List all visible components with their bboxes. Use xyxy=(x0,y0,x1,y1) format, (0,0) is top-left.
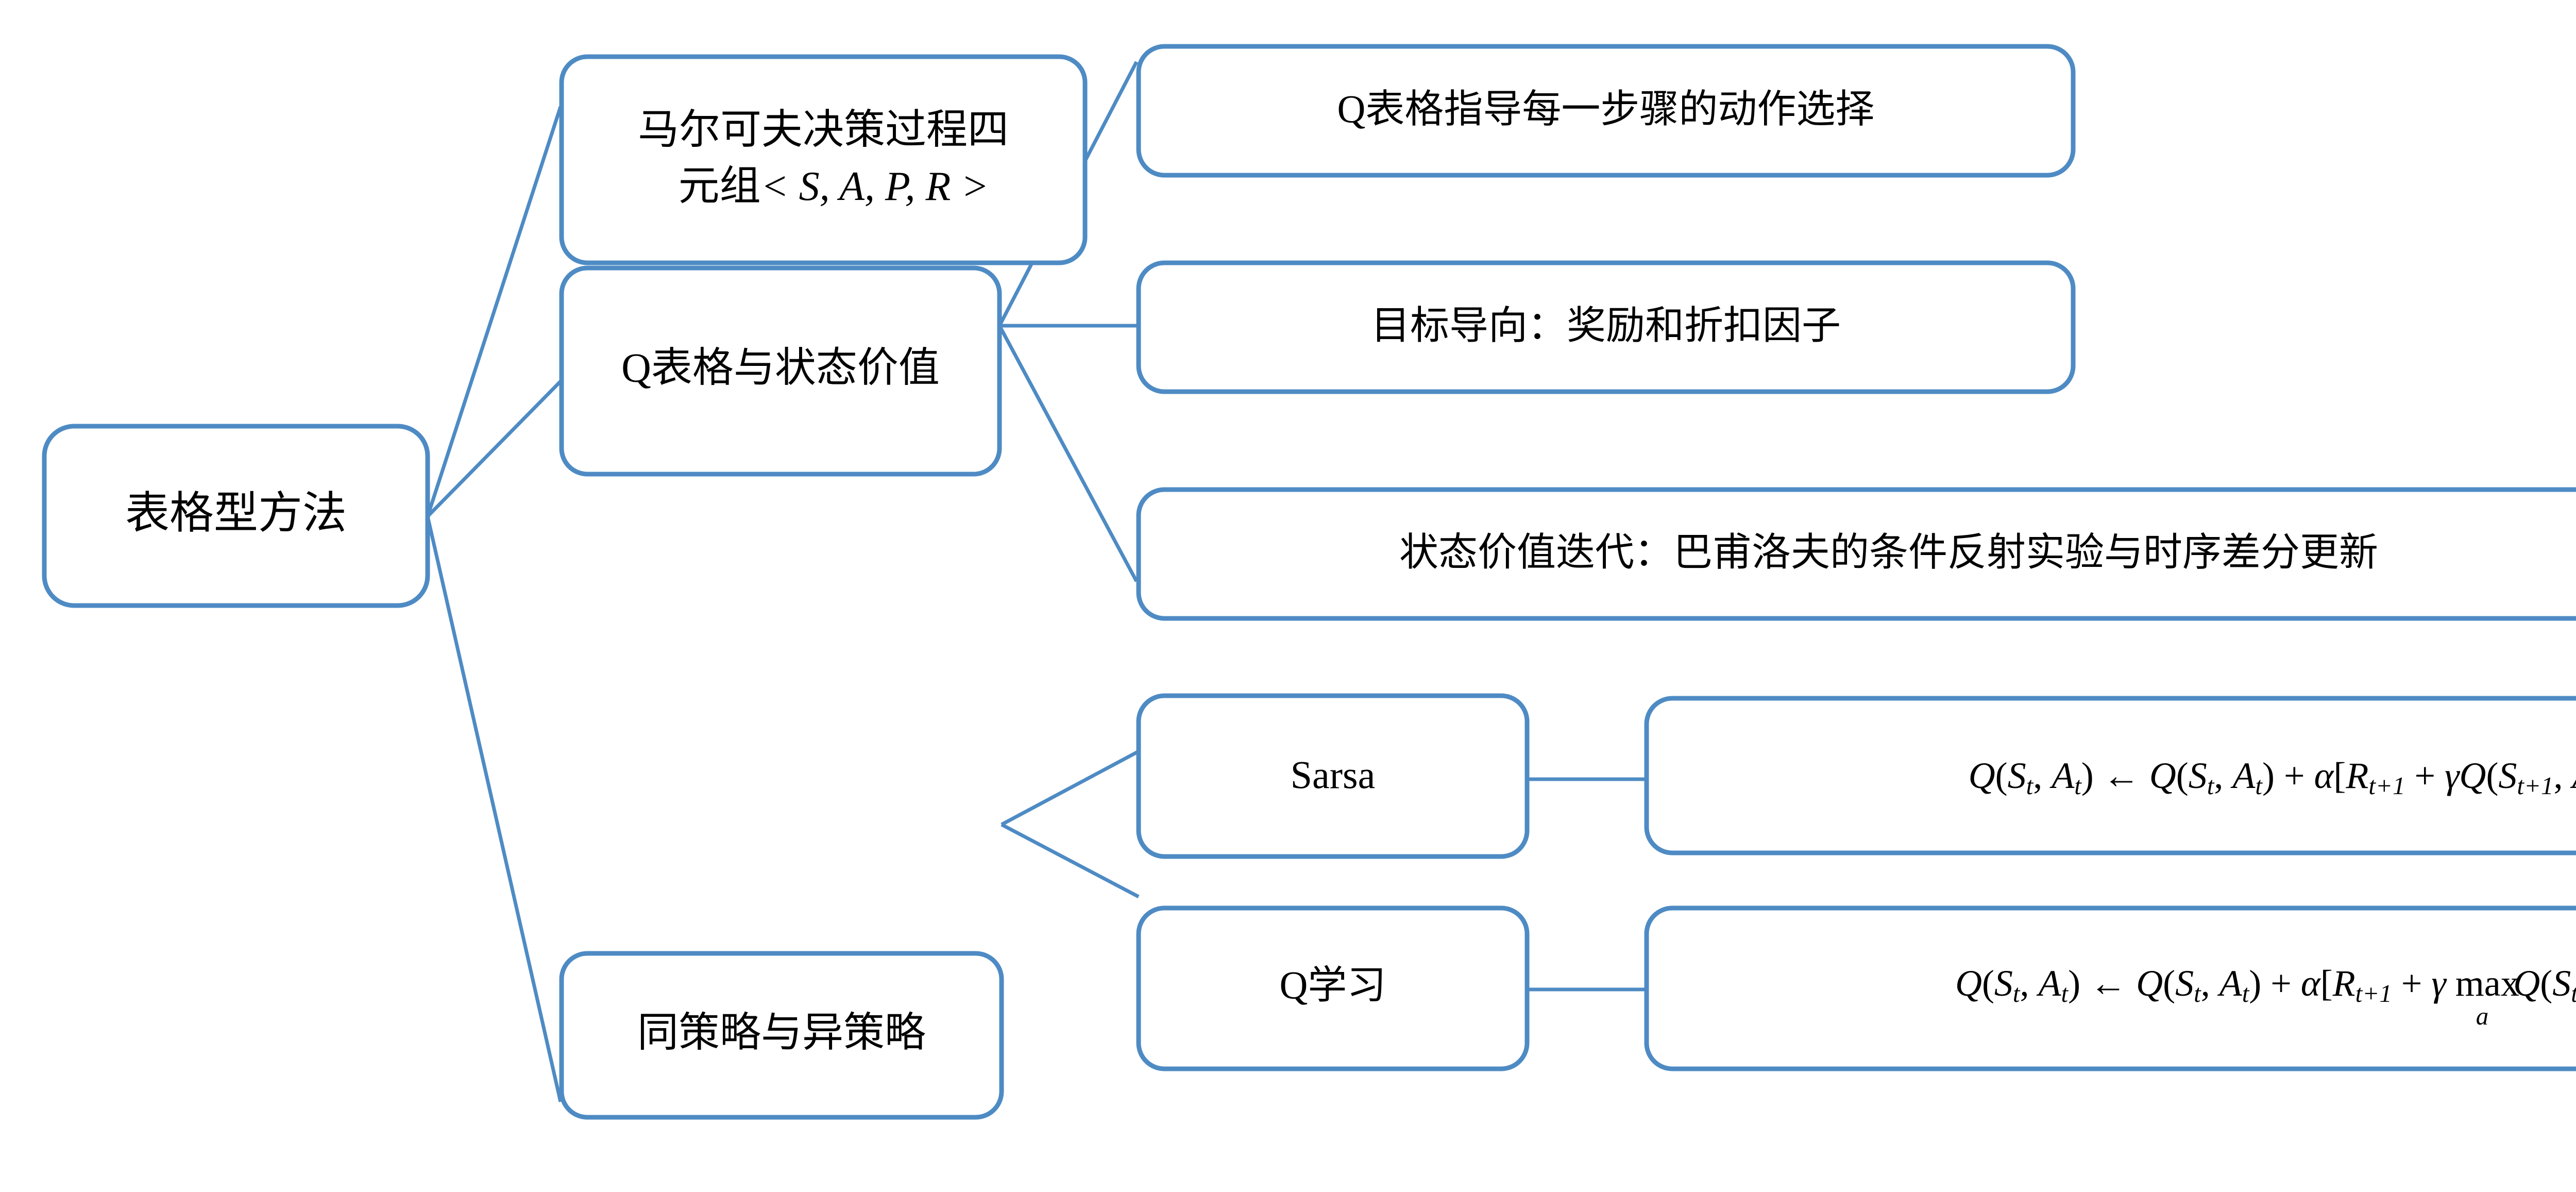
q-action-select-box[interactable] xyxy=(1136,44,2076,178)
mdp-label-line2: 元组< S, A, P, R > xyxy=(586,164,1061,209)
q-learning-label: Q学习 xyxy=(1280,964,1386,1007)
node-goal-reward-discount[interactable]: 目标导向：奖励和折扣因子 xyxy=(1136,260,2076,394)
node-q-action-select[interactable]: Q表格指导每一步骤的动作选择 xyxy=(1136,44,2076,178)
root-label: 表格型方法 xyxy=(125,489,347,538)
mdp-box[interactable] xyxy=(559,54,1088,265)
qtable-box[interactable] xyxy=(559,265,1002,477)
connector-qtable-to-value-iteration xyxy=(997,325,1139,582)
onoff-policy-box[interactable] xyxy=(559,951,1004,1120)
connector-group xyxy=(426,61,1647,1102)
node-q-learning[interactable]: Q学习 xyxy=(1136,905,1530,1071)
node-root[interactable]: 表格型方法 xyxy=(42,424,430,608)
mdp-label-prefix: 元组 xyxy=(679,164,761,209)
value-iteration-box[interactable] xyxy=(1136,487,2576,621)
connector-onoffpolicy-to-sarsa xyxy=(1001,749,1140,827)
goal-reward-discount-label: 目标导向：奖励和折扣因子 xyxy=(1371,304,1841,347)
connector-root-to-mdp xyxy=(426,106,563,517)
node-onoff-policy[interactable]: 同策略与异策略 xyxy=(559,951,1004,1120)
node-sarsa[interactable]: Sarsa xyxy=(1136,693,1530,859)
connector-onoffpolicy-to-qlearning xyxy=(1001,822,1140,899)
q-learning-box[interactable] xyxy=(1136,905,1530,1071)
sarsa-box[interactable] xyxy=(1136,693,1530,859)
node-sarsa-formula[interactable]: Q(St, At) ← Q(St, At) + α[Rt+1 + γQ(St+1… xyxy=(1644,696,2576,855)
root-box[interactable] xyxy=(42,424,430,608)
mdp-label-line1: 马尔可夫决策过程四 xyxy=(638,107,1009,153)
sarsa-formula-box[interactable] xyxy=(1644,696,2576,855)
qtable-label: Q表格与状态价值 xyxy=(621,345,940,391)
node-mdp[interactable]: 马尔可夫决策过程四 元组< S, A, P, R > xyxy=(559,54,1088,265)
q-learning-formula-box[interactable] xyxy=(1644,905,2576,1071)
node-qtable[interactable]: Q表格与状态价值 xyxy=(559,265,1002,477)
goal-reward-discount-box[interactable] xyxy=(1136,260,2076,394)
sarsa-formula-text: Q(St, At) ← Q(St, At) + α[Rt+1 + γQ(St+1… xyxy=(1885,755,2576,800)
onoff-policy-label: 同策略与异策略 xyxy=(637,1010,926,1055)
node-value-iteration[interactable]: 状态价值迭代：巴甫洛夫的条件反射实验与时序差分更新 xyxy=(1136,487,2576,621)
mdp-label-math: < S, A, P, R > xyxy=(761,164,989,209)
q-action-select-label: Q表格指导每一步骤的动作选择 xyxy=(1337,88,1875,131)
value-iteration-label: 状态价值迭代：巴甫洛夫的条件反射实验与时序差分更新 xyxy=(1399,531,2378,574)
connector-root-to-qtable xyxy=(426,380,562,518)
sarsa-label: Sarsa xyxy=(1291,753,1376,797)
connector-root-to-onoffpolicy xyxy=(426,516,563,1102)
